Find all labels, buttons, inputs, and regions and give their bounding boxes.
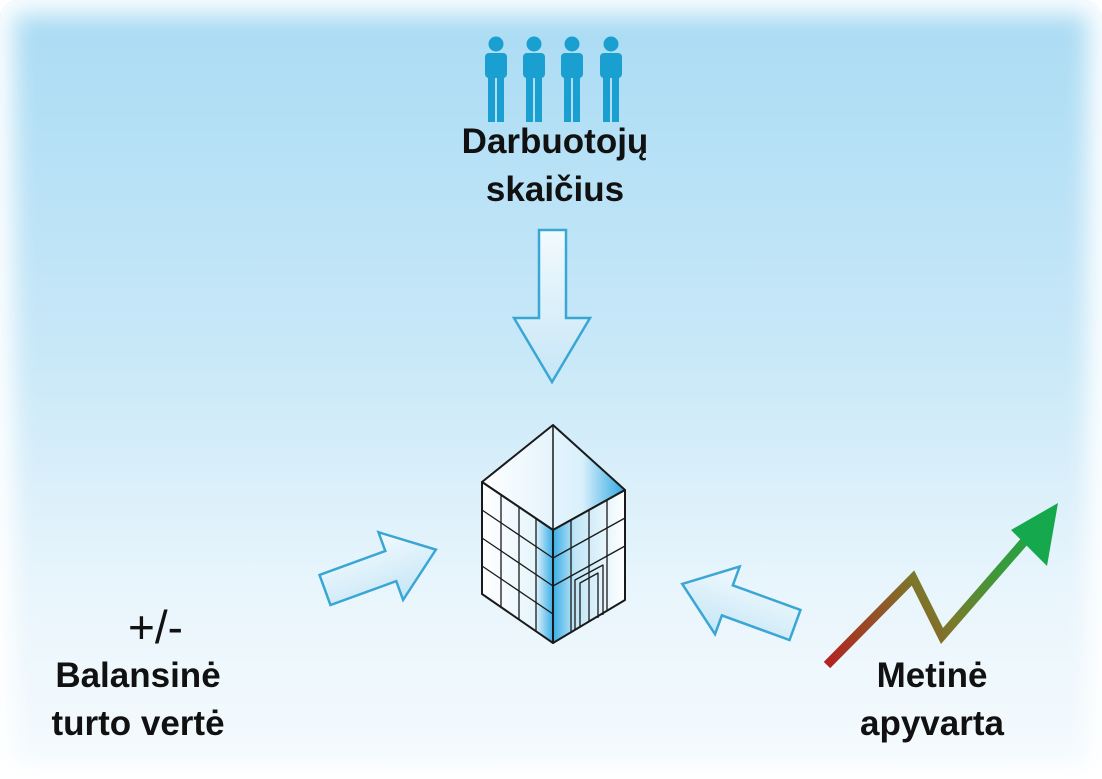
people-icon [485, 36, 622, 122]
office-building-icon [481, 424, 626, 644]
plus-minus-symbol: +/- [128, 601, 183, 653]
turnover-label-line2: apyvarta [860, 704, 1004, 743]
assets-label-line2: turto vertė [51, 704, 225, 743]
employees-label-line1: Darbuotojų [461, 122, 649, 161]
assets-label-line1: Balansinė [55, 656, 221, 695]
right-arrow-icon [317, 530, 438, 607]
growth-trend-icon [823, 503, 1058, 669]
turnover-label: Metinė apyvarta [832, 652, 1032, 748]
turnover-label-line1: Metinė [876, 656, 988, 695]
assets-label: Balansinė turto vertė [18, 652, 258, 748]
employees-label: Darbuotojų skaičius [430, 118, 680, 214]
left-arrow-icon [680, 564, 803, 642]
down-arrow-icon [511, 228, 593, 385]
employees-label-line2: skaičius [485, 170, 625, 209]
